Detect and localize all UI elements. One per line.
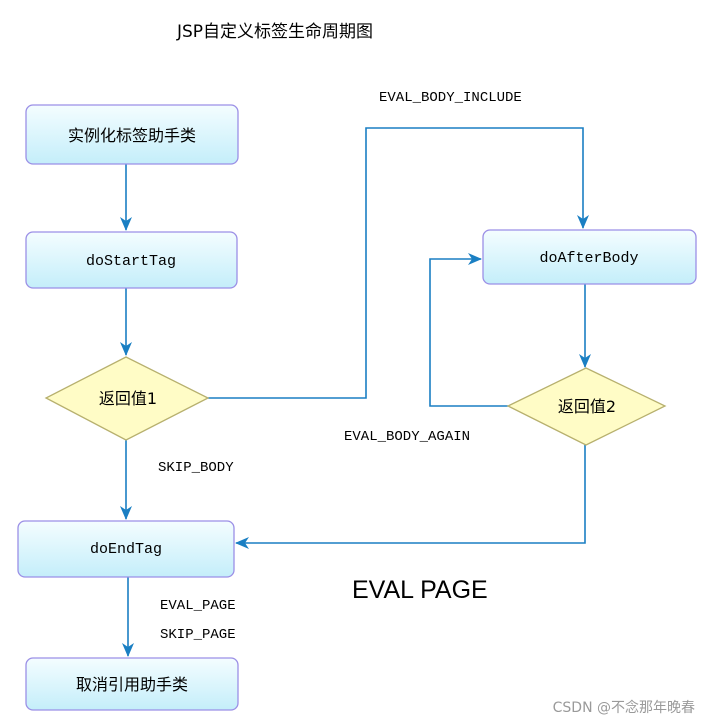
label-skip-body: SKIP_BODY	[158, 460, 234, 476]
node-release: 取消引用助手类	[25, 657, 239, 711]
edge-decision2-eval-body-again	[429, 253, 508, 407]
node-release-label: 取消引用助手类	[76, 675, 188, 694]
node-do-after-body-label: doAfterBody	[539, 250, 638, 267]
diagram-title: JSP自定义标签生命周期图	[176, 22, 373, 42]
edge-decision2-to-endtag	[235, 445, 586, 549]
node-do-start-tag-label: doStartTag	[86, 253, 176, 270]
node-do-end-tag: doEndTag	[17, 520, 235, 578]
edges	[120, 127, 591, 657]
label-eval-body-include: EVAL_BODY_INCLUDE	[379, 90, 522, 106]
node-do-start-tag: doStartTag	[25, 231, 238, 289]
label-eval-page: EVAL_PAGE	[160, 598, 236, 614]
node-do-after-body: doAfterBody	[482, 229, 697, 285]
node-do-end-tag-label: doEndTag	[90, 541, 162, 558]
node-decision1-label: 返回值1	[99, 389, 157, 408]
label-skip-page: SKIP_PAGE	[160, 627, 236, 643]
watermark: CSDN @不念那年晚春	[553, 699, 695, 716]
node-decision2: 返回值2	[506, 367, 667, 446]
node-decision1: 返回值1	[44, 356, 210, 441]
label-eval-page-big: EVAL PAGE	[352, 576, 488, 604]
node-instantiate: 实例化标签助手类	[25, 104, 239, 165]
edge-decision1-eval-body-include	[208, 127, 589, 399]
node-decision2-label: 返回值2	[558, 397, 616, 416]
node-instantiate-label: 实例化标签助手类	[68, 126, 196, 145]
label-eval-body-again: EVAL_BODY_AGAIN	[344, 429, 470, 445]
